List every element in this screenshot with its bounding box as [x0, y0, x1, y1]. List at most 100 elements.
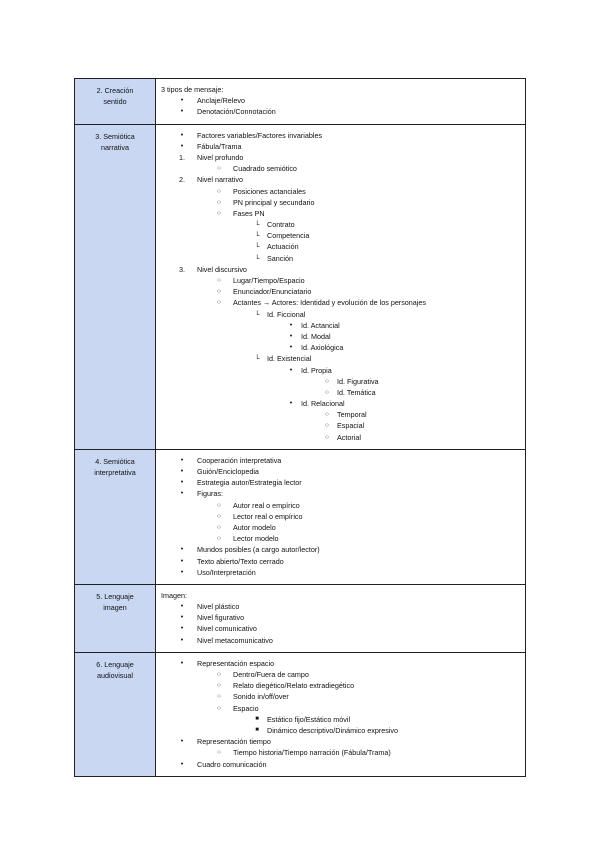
list-item: ○Dentro/Fuera de campo — [161, 669, 525, 680]
list-item: ○Autor real o empírico — [161, 500, 525, 511]
list-item-text: Enunciador/Enunciatario — [233, 287, 312, 297]
list-item-text: Mundos posibles (a cargo autor/lector) — [197, 545, 320, 555]
list-item: ○Id. Figurativa — [161, 376, 525, 387]
list-item: ○ Enunciador/Enunciatario — [161, 286, 525, 297]
list-item-text: Cuadrado semiótico — [233, 164, 297, 174]
list-item-text: Competencia — [267, 231, 310, 241]
list-item: •Uso/Interpretación — [161, 567, 525, 578]
section-label-line: interpretativa — [94, 467, 136, 477]
list-item-text: Actorial — [337, 432, 361, 442]
list-item: •Figuras: — [161, 488, 525, 499]
square-bullet-icon: ■ — [255, 715, 259, 722]
list-item-text: Figuras: — [197, 489, 223, 499]
list-number: 1. — [179, 152, 185, 162]
bullet-icon: • — [180, 108, 184, 116]
circle-bullet-icon: ○ — [217, 535, 221, 543]
list-item-text: Sonido in/off/over — [233, 692, 289, 702]
list-item: ○ Autor modelo — [161, 522, 525, 533]
list-item-text: Espacial — [337, 421, 365, 431]
list-item: •Mundos posibles (a cargo autor/lector) — [161, 544, 525, 555]
list-item: •Id. Axiológica — [161, 342, 525, 353]
list-item: ○Relato diegético/Relato extradiegético — [161, 680, 525, 691]
list-item: •Guión/Enciclopedia — [161, 466, 525, 477]
list-item-text: Denotación/Connotación — [197, 107, 276, 117]
list-item: 2. Nivel narrativo — [161, 174, 525, 185]
list-item-text: Temporal — [337, 410, 367, 420]
corner-arrow-icon: └ — [254, 231, 260, 241]
circle-bullet-icon: ○ — [325, 411, 329, 419]
list-item: ○ Temporal — [161, 409, 525, 420]
list-item-text: 3 tipos de mensaje: — [161, 85, 224, 94]
section-label-line: imagen — [103, 602, 127, 612]
section-content: 3 tipos de mensaje:•Anclaje/Relevo•Denot… — [155, 78, 526, 125]
list-item-text: Nivel narrativo — [197, 175, 243, 185]
section-content: •Cooperación interpretativa•Guión/Encicl… — [155, 448, 526, 585]
list-item-text: Guión/Enciclopedia — [197, 467, 259, 476]
list-item: Imagen: — [161, 590, 525, 601]
circle-bullet-icon: ○ — [217, 523, 221, 531]
corner-arrow-icon: └ — [254, 220, 260, 230]
section-content: •Factores variables/Factores invariables… — [155, 123, 526, 450]
list-item: └ Competencia — [161, 230, 525, 241]
circle-bullet-icon: ○ — [217, 165, 221, 173]
list-item: ○ Lugar/Tiempo/Espacio — [161, 275, 525, 286]
circle-bullet-icon: ○ — [217, 671, 221, 678]
section-label-line: narrativa — [101, 142, 129, 152]
list-item: •Representación tiempo — [161, 736, 525, 747]
list-item-text: Lector real o empírico — [233, 511, 303, 521]
list-item: ■Estático fijo/Estático móvil — [161, 714, 525, 725]
section-content: Imagen:•Nivel plástico•Nivel figurativo•… — [155, 583, 526, 653]
list-item-text: Lugar/Tiempo/Espacio — [233, 276, 305, 285]
list-item: └Sanción — [161, 253, 525, 264]
list-item-text: Uso/Interpretación — [197, 567, 256, 577]
circle-bullet-icon: ○ — [217, 501, 221, 509]
bullet-icon: • — [180, 603, 184, 611]
list-item-text: Factores variables/Factores invariables — [197, 130, 323, 140]
list-item-text: Id. Actancial — [301, 320, 340, 330]
list-item-text: Fases PN — [233, 208, 265, 218]
list-item-text: Autor modelo — [233, 522, 276, 532]
list-item-text: Nivel figurativo — [197, 613, 245, 623]
list-number: 2. — [179, 175, 185, 185]
list-item-text: Tiempo historia/Tiempo narración (Fábula… — [233, 748, 391, 758]
list-item: ○ Sonido in/off/over — [161, 691, 525, 702]
circle-bullet-icon: ○ — [217, 704, 221, 712]
circle-bullet-icon: ○ — [217, 198, 221, 206]
list-item: └Actuación — [161, 241, 525, 252]
circle-bullet-icon: ○ — [217, 277, 221, 284]
section-content: •Representación espacio○Dentro/Fuera de … — [155, 651, 526, 777]
list-item-text: Dinámico descriptivo/Dinámico expresivo — [267, 725, 399, 735]
circle-bullet-icon: ○ — [325, 377, 329, 385]
list-item: •Id. Relacional — [161, 398, 525, 409]
list-item: └ Contrato — [161, 219, 525, 230]
list-item-text: Contrato — [267, 220, 295, 230]
list-item-text: Lector modelo — [233, 534, 279, 544]
list-item: • Denotación/Connotación — [161, 106, 525, 117]
circle-bullet-icon: ○ — [217, 288, 221, 296]
circle-bullet-icon: ○ — [217, 299, 221, 307]
circle-bullet-icon: ○ — [217, 209, 221, 217]
list-item: •Factores variables/Factores invariables — [161, 130, 525, 141]
bullet-icon: • — [289, 344, 293, 352]
list-item-text: Cuadro comunicación — [197, 759, 267, 769]
corner-arrow-icon: └ — [254, 253, 260, 263]
circle-bullet-icon: ○ — [217, 693, 221, 701]
list-item: ○Tiempo historia/Tiempo narración (Fábul… — [161, 747, 525, 758]
circle-bullet-icon: ○ — [217, 682, 221, 690]
list-item: └Id. Ficcional — [161, 309, 525, 320]
circle-bullet-icon: ○ — [325, 422, 329, 430]
list-item: •Nivel plástico — [161, 601, 525, 612]
list-item-text: Fábula/Trama — [197, 141, 242, 151]
list-item-text: Nivel profundo — [197, 152, 244, 162]
list-item: •Cooperación interpretativa — [161, 455, 525, 466]
list-item: •Id. Propia — [161, 365, 525, 376]
list-item-text: Imagen: — [161, 590, 187, 600]
list-item-text: Texto abierto/Texto cerrado — [197, 556, 284, 566]
list-item-text: Espacio — [233, 703, 259, 713]
list-item-text: Actuación — [267, 242, 299, 252]
